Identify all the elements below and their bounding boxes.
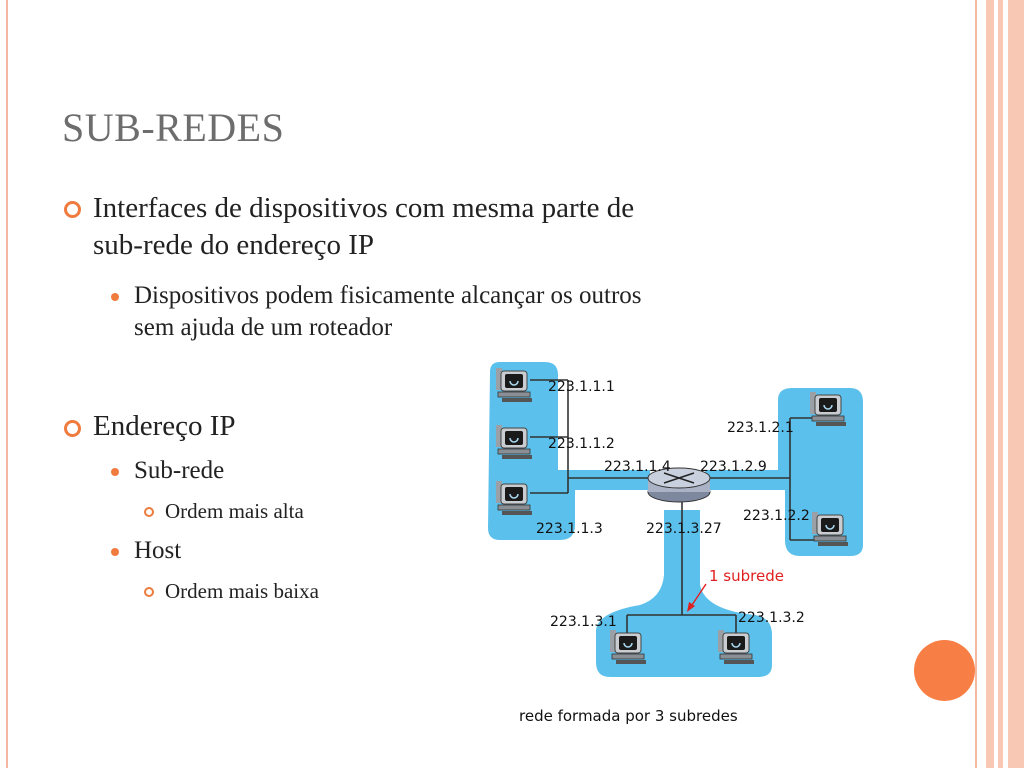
ip-label-223-1-1-2: 223.1.1.2 [548, 436, 615, 452]
bullet-icon [111, 548, 119, 556]
annotation-arrow [689, 583, 707, 609]
bullet-text: Endereço IP [93, 410, 236, 442]
computer-icon [717, 629, 755, 665]
bullet-text: Ordem mais baixa [165, 579, 319, 603]
decor-stripe [986, 0, 994, 768]
ip-label-223-1-1-3: 223.1.1.3 [536, 521, 603, 537]
bullet-line: sem ajuda de um roteador [134, 314, 393, 341]
annotation-arrowhead [687, 602, 695, 612]
bullet-icon [144, 507, 154, 517]
computer-icon [495, 424, 533, 460]
computer-icon [495, 367, 533, 403]
ip-label-223-1-2-1: 223.1.2.1 [727, 420, 794, 436]
bullet-icon [111, 293, 119, 301]
ip-label-223-1-3-27: 223.1.3.27 [646, 521, 722, 537]
computer-icon [811, 511, 849, 547]
decor-stripe [1008, 0, 1024, 768]
router-icon [647, 467, 711, 503]
computer-icon [495, 480, 533, 516]
bullet-text: Interfaces de dispositivos com mesma par… [93, 190, 634, 264]
bullet-text: Sub-rede [134, 457, 225, 484]
diagram-caption: rede formada por 3 subredes [519, 707, 738, 725]
ip-label-223-1-1-4: 223.1.1.4 [604, 459, 671, 475]
ip-label-223-1-2-9: 223.1.2.9 [700, 459, 767, 475]
computer-icon [809, 391, 847, 427]
decor-circle [914, 640, 975, 701]
bullet-line: Dispositivos podem fisicamente alcançar … [134, 282, 642, 309]
bullet-icon [64, 201, 81, 218]
subnet-blob-1 [488, 362, 650, 540]
subnet-annotation: 1 subrede [709, 567, 784, 585]
ip-label-223-1-1-1: 223.1.1.1 [548, 379, 615, 395]
links [530, 379, 822, 640]
bullet-line: Interfaces de dispositivos com mesma par… [93, 192, 635, 224]
bullet-icon [64, 420, 81, 437]
slide-title: SUB-REDES [62, 105, 285, 150]
decor-stripe [998, 0, 1003, 768]
ip-label-223-1-3-2: 223.1.3.2 [738, 610, 805, 626]
computer-icon [609, 629, 647, 665]
bullet-text: Dispositivos podem fisicamente alcançar … [134, 280, 642, 344]
ip-label-223-1-3-1: 223.1.3.1 [550, 614, 617, 630]
bullet-text: Host [134, 537, 182, 564]
bullet-line: sub-rede do endereço IP [93, 229, 375, 261]
bullet-text: Ordem mais alta [165, 499, 304, 523]
bullet-icon [111, 468, 119, 476]
slide-frame [6, 0, 977, 768]
bullet-icon [144, 587, 154, 597]
ip-label-223-1-2-2: 223.1.2.2 [743, 508, 810, 524]
subnet-blob-2 [705, 388, 863, 556]
